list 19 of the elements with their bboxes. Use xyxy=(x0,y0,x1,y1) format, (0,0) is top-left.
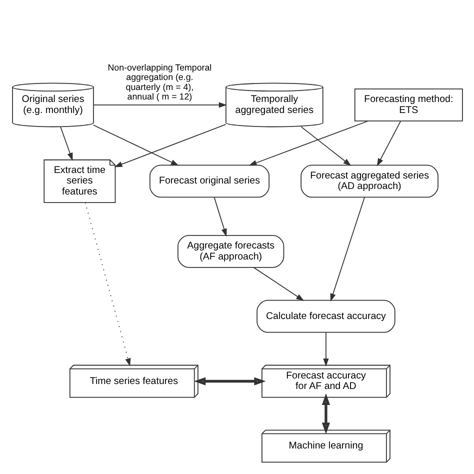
arrow xyxy=(330,196,364,302)
arrow xyxy=(92,102,226,108)
arrow xyxy=(376,120,400,166)
arrow xyxy=(248,120,368,166)
arrow xyxy=(60,126,72,161)
node-box: Forecast aggregated series (AD approach) xyxy=(300,164,438,198)
arrow xyxy=(300,126,351,166)
arrow xyxy=(213,196,226,237)
node-box: Forecasting method: ETS xyxy=(354,88,462,122)
arrow xyxy=(194,377,266,386)
node-box: Aggregate forecasts (AF approach) xyxy=(176,235,284,268)
arrow xyxy=(321,393,330,434)
arrow xyxy=(252,267,304,301)
arrow xyxy=(114,124,226,168)
arrow xyxy=(84,202,130,366)
arrow xyxy=(322,332,328,367)
node-box: Forecast original series xyxy=(148,164,269,198)
edge-label: Non-overlapping Temporal aggregation (e.g. quarterly (m = 4), annual ( m = 12) xyxy=(107,62,212,102)
node-box: Calculate forecast accuracy xyxy=(256,300,395,333)
